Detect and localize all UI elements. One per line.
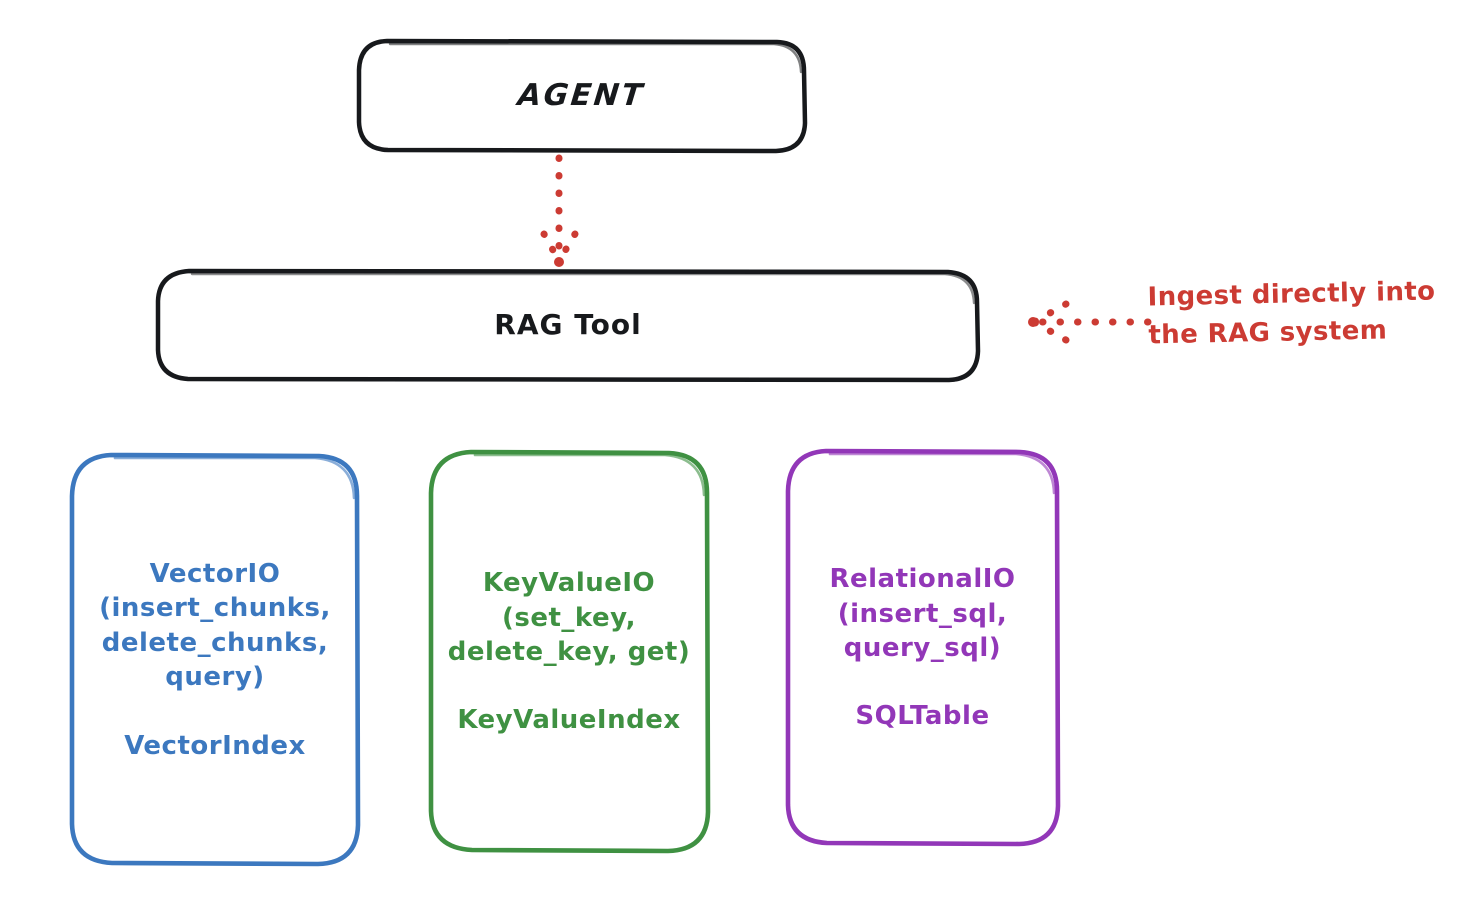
edge-agent-to-rag-tool — [540, 154, 579, 267]
node-relational-io-label: RelationalIO (insert_sql, query_sql) SQL… — [829, 564, 1016, 732]
edge-ingest-arrow — [1028, 300, 1152, 344]
node-vector-io-label: VectorIO (insert_chunks, delete_chunks, … — [99, 559, 331, 761]
node-relational-io[interactable]: RelationalIO (insert_sql, query_sql) SQL… — [784, 448, 1061, 848]
node-vector-io[interactable]: VectorIO (insert_chunks, delete_chunks, … — [69, 452, 361, 868]
node-rag-tool[interactable]: RAG Tool — [155, 268, 981, 383]
node-agent-label: AGENT — [516, 78, 647, 114]
node-agent[interactable]: AGENT — [356, 38, 808, 154]
node-key-value-io[interactable]: KeyValueIO (set_key, delete_key, get) Ke… — [427, 449, 711, 855]
annotation-ingest: Ingest directly into the RAG system — [1147, 276, 1436, 351]
node-rag-tool-label: RAG Tool — [494, 308, 642, 342]
node-key-value-io-label: KeyValueIO (set_key, delete_key, get) Ke… — [447, 568, 691, 736]
